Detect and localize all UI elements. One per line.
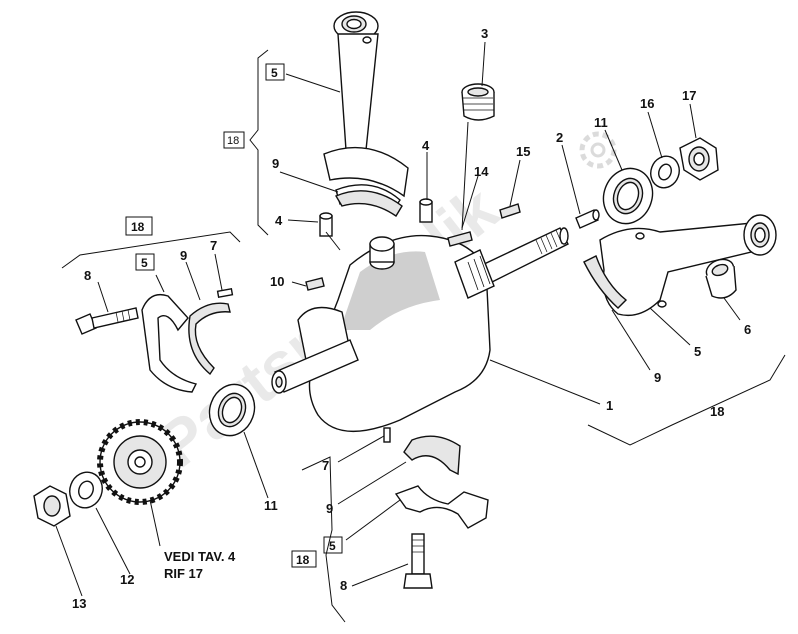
callout-17: 17 — [682, 88, 696, 103]
callout-8-left: 8 — [84, 268, 91, 283]
callout-12: 12 — [120, 572, 134, 587]
washer-16 — [650, 155, 680, 189]
callout-15: 15 — [516, 144, 530, 159]
bracket-right — [587, 354, 786, 446]
cap-5-left — [141, 293, 198, 393]
box-5-bottom: 5 — [329, 539, 336, 553]
dowel-4-right — [419, 198, 433, 223]
boxed-labels: 5 18 18 5 18 5 — [125, 63, 343, 568]
callout-5-right: 5 — [694, 344, 701, 359]
callout-8-bottom: 8 — [340, 578, 347, 593]
bush-6 — [705, 258, 737, 299]
callout-18-right: 18 — [710, 404, 724, 419]
bracket-top — [249, 49, 269, 236]
callout-7-bottom: 7 — [322, 458, 329, 473]
callout-11-right: 11 — [594, 115, 608, 130]
leader-lines — [55, 41, 741, 597]
plug-3 — [461, 83, 495, 121]
bearing-shell-left — [188, 302, 231, 376]
key-14 — [447, 231, 473, 247]
bracket-bottom — [301, 456, 346, 623]
callout-4-right: 4 — [422, 138, 430, 153]
callout-2: 2 — [556, 130, 563, 145]
bracket-left — [61, 231, 241, 269]
bearing-shell-bottom — [403, 435, 461, 476]
callout-16: 16 — [640, 96, 654, 111]
pin-7-bottom — [383, 427, 391, 443]
callout-4-left: 4 — [275, 213, 283, 228]
key-15 — [499, 203, 521, 219]
callout-11-left: 11 — [264, 498, 278, 513]
box-5-top: 5 — [271, 66, 278, 80]
ring-11-right — [602, 167, 654, 225]
callout-9-right: 9 — [654, 370, 661, 385]
box-18-bottom: 18 — [296, 553, 310, 567]
callout-9-left: 9 — [180, 248, 187, 263]
dowel-4-left — [319, 212, 333, 237]
bearing-shell-right — [583, 255, 628, 309]
box-18-top: 18 — [227, 135, 239, 147]
callout-7-left: 7 — [210, 238, 217, 253]
callout-6: 6 — [744, 322, 751, 337]
bolt-8-left — [75, 307, 139, 335]
bolt-8-bottom — [403, 533, 433, 589]
box-18-left: 18 — [131, 220, 145, 234]
callouts: 1 2 3 4 4 5 6 7 7 8 8 9 9 9 9 10 11 11 1… — [72, 26, 751, 611]
callout-13: 13 — [72, 596, 86, 611]
ring-11-left — [208, 383, 256, 437]
pin-2 — [575, 209, 600, 229]
note-line-1: VEDI TAV. 4 — [164, 549, 236, 564]
pin-7-left — [216, 288, 234, 298]
callout-14: 14 — [474, 164, 489, 179]
note-line-2: RIF 17 — [164, 566, 203, 581]
cap-5-bottom — [394, 485, 489, 529]
washer-12 — [69, 471, 103, 509]
callout-9-bottom: 9 — [326, 501, 333, 516]
gear-wheel — [97, 419, 183, 505]
connecting-rod-top — [323, 11, 409, 213]
callout-9-top: 9 — [272, 156, 279, 171]
bearing-shell-top — [334, 190, 403, 218]
callout-1: 1 — [606, 398, 613, 413]
nut-13 — [33, 485, 71, 527]
callout-3: 3 — [481, 26, 488, 41]
box-5-left: 5 — [141, 256, 148, 270]
callout-10: 10 — [270, 274, 284, 289]
key-10 — [305, 277, 325, 291]
crankshaft — [271, 227, 569, 432]
reference-note: VEDI TAV. 4 RIF 17 — [164, 549, 236, 581]
nut-17 — [679, 137, 719, 181]
